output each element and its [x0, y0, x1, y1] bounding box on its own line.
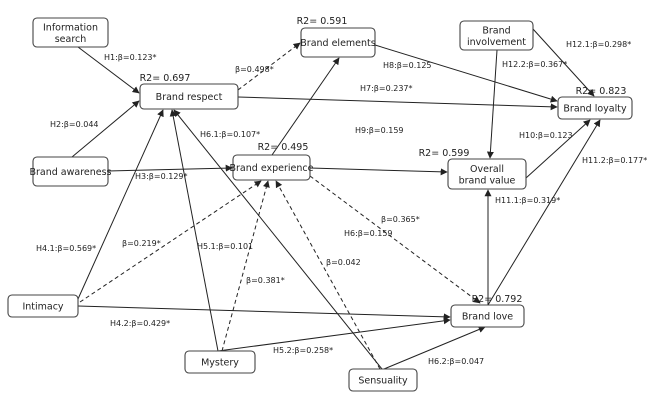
node-brand-respect: Brand respect R2= 0.697 — [139, 73, 239, 110]
node-box — [32, 156, 109, 187]
path-coefficient-label: H4.1:β=0.569* — [36, 244, 96, 253]
path-arrow-overall-brand-value-to-brand-loyalty — [525, 119, 591, 179]
node-label: Sensuality — [358, 376, 408, 387]
node-box — [232, 154, 311, 181]
path-arrow-intimacy-to-brand-respect — [77, 109, 164, 300]
node-mystery: Mystery — [184, 350, 256, 374]
node-brand-love: Brand love R2= 0.792 — [450, 294, 525, 328]
path-coefficient-label: H8:β=0.125 — [383, 61, 432, 70]
node-label: Brand experience — [230, 163, 314, 174]
node-label: Information — [43, 22, 98, 33]
path-arrow-brand-experience-to-brand-love — [309, 175, 481, 304]
path-coefficient-label: H1:β=0.123* — [104, 53, 157, 62]
node-label: Brand love — [462, 312, 513, 323]
r-squared-label: R2= 0.599 — [419, 148, 470, 159]
node-box — [450, 304, 525, 328]
node-label: Brand awareness — [29, 167, 111, 178]
path-coefficient-label: H5.2:β=0.258* — [273, 346, 333, 355]
node-box — [32, 17, 109, 48]
path-arrow-sensuality-to-brand-respect — [173, 109, 383, 370]
node-brand-elements: Brand elements R2= 0.591 — [297, 16, 376, 58]
r-squared-label: R2= 0.495 — [258, 142, 309, 153]
path-arrow-mystery-to-brand-love — [217, 317, 451, 352]
node-brand-experience: Brand experience R2= 0.495 — [230, 142, 314, 181]
node-label: Brand — [482, 25, 510, 36]
path-arrow-info-search-to-brand-respect — [77, 46, 140, 94]
path-coefficient-label: H7:β=0.237* — [360, 84, 413, 93]
path-arrow-brand-experience-to-brand-elements — [271, 57, 340, 156]
path-arrow-brand-experience-to-overall-brand-value — [309, 167, 448, 176]
path-coefficient-label: H6.1:β=0.107* — [200, 130, 260, 139]
path-coefficient-label: H6:β=0.159 — [344, 229, 393, 238]
node-label: Intimacy — [22, 302, 63, 313]
node-brand-awareness: Brand awareness — [29, 156, 112, 187]
node-label: Brand elements — [300, 38, 375, 49]
path-coefficient-label: β=0.365* — [381, 215, 420, 224]
path-arrow-intimacy-to-brand-love — [77, 305, 451, 321]
node-label: Overall — [470, 164, 504, 175]
path-coefficient-label: H12.1:β=0.298* — [566, 40, 631, 49]
node-box — [459, 20, 534, 51]
path-coefficient-label: H10:β=0.123 — [519, 131, 573, 140]
node-intimacy: Intimacy — [7, 294, 79, 318]
path-arrow-brand-awareness-to-brand-experience — [107, 164, 233, 172]
node-label: search — [55, 34, 87, 45]
path-coefficient-label: H2:β=0.044 — [50, 120, 99, 129]
node-box — [557, 96, 633, 120]
path-coefficient-label: H12.2:β=0.367* — [502, 60, 567, 69]
path-arrow-sensuality-to-brand-experience — [275, 180, 381, 370]
path-coefficient-label: β=0.042 — [326, 258, 361, 267]
path-arrow-brand-respect-to-brand-loyalty — [237, 96, 558, 111]
path-coefficient-label: H9:β=0.159 — [355, 126, 404, 135]
node-box — [7, 294, 79, 318]
path-coefficient-label: H5.1:β=0.101 — [197, 242, 253, 251]
path-coefficient-label: H11.1:β=0.319* — [495, 196, 560, 205]
node-sensuality: Sensuality — [348, 368, 418, 392]
node-label: Brand respect — [156, 92, 223, 103]
path-coefficient-label: β=0.381* — [246, 276, 285, 285]
path-arrow-brand-involvement-to-brand-loyalty — [532, 28, 595, 97]
node-brand-loyalty: Brand loyalty R2= 0.823 — [557, 86, 633, 120]
path-arrow-brand-awareness-to-brand-respect — [71, 100, 140, 158]
path-coefficient-label: H11.2:β=0.177* — [582, 156, 647, 165]
node-label: Brand loyalty — [563, 104, 627, 115]
path-arrow-mystery-to-brand-experience — [221, 180, 270, 352]
path-coefficient-label: β=0.498* — [235, 65, 274, 74]
r-squared-label: R2= 0.591 — [297, 16, 348, 27]
node-box — [447, 158, 527, 190]
node-label: brand value — [459, 175, 516, 186]
r-squared-label: R2= 0.697 — [140, 73, 191, 84]
path-arrow-brand-elements-to-brand-loyalty — [374, 44, 558, 103]
node-label: Mystery — [201, 358, 239, 369]
r-squared-label: R2= 0.823 — [576, 86, 627, 97]
node-box — [300, 27, 376, 58]
r-squared-label: R2= 0.792 — [472, 294, 523, 305]
node-label: involvement — [467, 37, 526, 48]
path-coefficient-label: H6.2:β=0.047 — [428, 357, 484, 366]
path-arrow-brand-respect-to-brand-elements — [237, 42, 301, 91]
path-arrow-brand-involvement-to-overall-brand-value — [486, 49, 498, 159]
node-box — [139, 83, 239, 110]
path-coefficient-label: H3:β=0.129* — [135, 172, 188, 181]
path-arrow-sensuality-to-brand-love — [383, 326, 486, 370]
node-box — [184, 350, 256, 374]
path-coefficient-label: H4.2:β=0.429* — [110, 319, 170, 328]
path-coefficient-label: β=0.219* — [122, 239, 161, 248]
path-arrow-brand-love-to-brand-loyalty — [487, 119, 601, 306]
node-box — [348, 368, 418, 392]
path-arrow-mystery-to-brand-respect — [169, 109, 219, 352]
path-arrow-intimacy-to-brand-experience — [79, 180, 262, 303]
